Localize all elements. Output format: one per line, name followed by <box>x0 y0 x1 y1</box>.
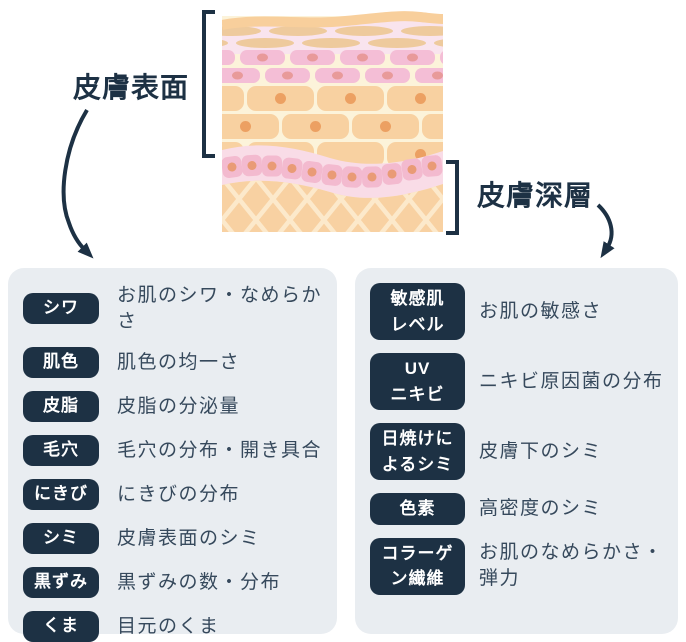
metric-badge: シワ <box>23 293 99 325</box>
metric-badge: くま <box>23 610 99 642</box>
list-item: 黒ずみ 黒ずみの数・分布 <box>23 566 325 598</box>
surface-bracket <box>202 10 215 158</box>
metric-description: お肌のなめらかさ・弾力 <box>479 542 664 589</box>
deep-layer-label: 皮膚深層 <box>477 180 594 211</box>
metric-description: 皮膚表面のシミ <box>117 527 261 549</box>
list-item: シワ お肌のシワ・なめらかさ <box>23 283 325 334</box>
metric-description: ニキビ原因菌の分布 <box>479 370 664 392</box>
list-item: 色素 高密度のシミ <box>370 493 666 525</box>
list-item: シミ 皮膚表面のシミ <box>23 523 325 554</box>
metric-badge: 毛穴 <box>23 435 99 467</box>
list-item: 皮脂 皮脂の分泌量 <box>23 391 325 423</box>
surface-metrics-panel: シワ お肌のシワ・なめらかさ 肌色 肌色の均一さ 皮脂 皮脂の分泌量 毛穴 毛穴… <box>8 268 337 642</box>
metric-description: にきびの分布 <box>117 483 241 505</box>
surface-layer-label: 皮膚表面 <box>73 72 190 103</box>
surface-arrow <box>61 108 94 259</box>
metric-description: お肌のシワ・なめらかさ <box>117 285 323 332</box>
list-item: 毛穴 毛穴の分布・開き具合 <box>23 435 325 467</box>
metric-description: 皮脂の分泌量 <box>117 395 241 417</box>
metric-description: 皮膚下のシミ <box>479 440 603 462</box>
metric-badge: コラーゲ ン繊維 <box>370 537 465 595</box>
list-item: 敏感肌 レベル お肌の敏感さ <box>370 283 666 340</box>
deep-arrow <box>596 203 615 259</box>
metric-badge: 色素 <box>370 493 465 525</box>
metric-description: 黒ずみの数・分布 <box>117 571 282 593</box>
metric-badge: 黒ずみ <box>23 566 99 598</box>
metric-badge: UV ニキビ <box>370 353 465 410</box>
list-item: 日焼けに よるシミ 皮膚下のシミ <box>370 423 666 480</box>
deep-bracket <box>446 160 459 235</box>
metric-badge: 皮脂 <box>23 391 99 423</box>
metric-badge: 肌色 <box>23 347 99 379</box>
metric-description: お肌の敏感さ <box>479 300 603 322</box>
list-item: にきび にきびの分布 <box>23 479 325 511</box>
list-item: くま 目元のくま <box>23 610 325 642</box>
metric-description: 高密度のシミ <box>479 497 603 519</box>
metric-description: 毛穴の分布・開き具合 <box>117 439 323 461</box>
list-item: 肌色 肌色の均一さ <box>23 347 325 379</box>
skin-layers-illustration <box>222 11 443 232</box>
metric-badge: 敏感肌 レベル <box>370 283 465 340</box>
metric-badge: 日焼けに よるシミ <box>370 423 465 480</box>
list-item: コラーゲ ン繊維 お肌のなめらかさ・弾力 <box>370 537 666 595</box>
list-item: UV ニキビ ニキビ原因菌の分布 <box>370 353 666 410</box>
metric-badge: にきび <box>23 479 99 511</box>
deep-metrics-panel: 敏感肌 レベル お肌の敏感さ UV ニキビ ニキビ原因菌の分布 日焼けに よるシ… <box>355 268 678 634</box>
metric-description: 肌色の均一さ <box>117 351 241 373</box>
metric-description: 目元のくま <box>117 615 220 637</box>
metric-badge: シミ <box>23 523 99 554</box>
